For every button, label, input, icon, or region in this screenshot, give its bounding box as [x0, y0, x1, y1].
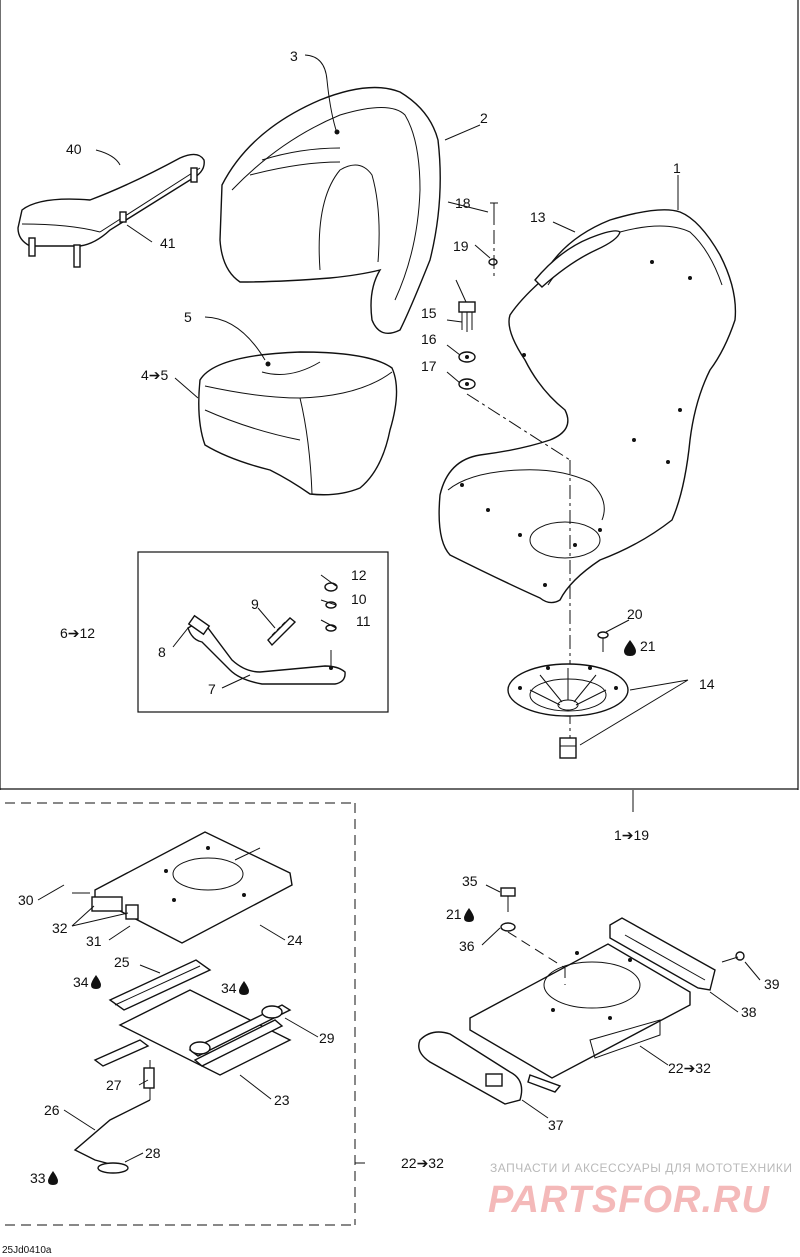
callout-10: 10: [351, 591, 367, 607]
callout-38: 38: [741, 1004, 757, 1020]
watermark-brand: PARTSFOR.RU: [488, 1179, 770, 1221]
callout-3: 3: [290, 48, 298, 64]
callout-6-12: 6➔12: [60, 625, 95, 641]
callout-22-32-bottom: 22➔32: [401, 1155, 444, 1171]
diagram-code: 25Jd0410a: [2, 1245, 52, 1256]
callout-labels: 1 2 3 40 41 5 4➔5 18 13 19 15 16 17 12 1…: [18, 48, 780, 1186]
droplet-icon: [239, 981, 249, 995]
callout-7: 7: [208, 681, 216, 697]
callout-37: 37: [548, 1117, 564, 1133]
callout-36: 36: [459, 938, 475, 954]
latch-inset: [137, 551, 389, 713]
droplet-icon: [91, 975, 101, 989]
callout-41: 41: [160, 235, 176, 251]
droplet-icon: [464, 908, 474, 922]
callout-34-left: 34: [73, 974, 89, 990]
callout-5: 5: [184, 309, 192, 325]
callout-19: 19: [453, 238, 469, 254]
callout-1: 1: [673, 160, 681, 176]
callout-26: 26: [44, 1102, 60, 1118]
callout-40: 40: [66, 141, 82, 157]
callout-30: 30: [18, 892, 34, 908]
seat-cushion-part: [198, 351, 398, 496]
callout-14: 14: [699, 676, 715, 692]
callout-11: 11: [356, 613, 371, 629]
backrest-part: [219, 86, 441, 334]
callout-24: 24: [287, 932, 303, 948]
callout-25: 25: [114, 954, 130, 970]
droplet-icon: [624, 640, 636, 656]
watermark: ЗАПЧАСТИ И АКСЕССУАРЫ ДЛЯ МОТОТЕХНИКИ PA…: [488, 1161, 792, 1221]
callout-2: 2: [480, 110, 488, 126]
callout-20: 20: [627, 606, 643, 622]
callout-33: 33: [30, 1170, 46, 1186]
callout-22-32-right: 22➔32: [668, 1060, 711, 1076]
callout-15: 15: [421, 305, 437, 321]
armrest-part: [17, 153, 205, 268]
droplet-icons: [48, 640, 636, 1185]
callout-23: 23: [274, 1092, 290, 1108]
diagram-frame: [0, 0, 799, 1226]
slider-plate-assembly: [418, 887, 745, 1105]
callout-32: 32: [52, 920, 68, 936]
callout-13: 13: [530, 209, 546, 225]
callout-35: 35: [462, 873, 478, 889]
callout-21-lower: 21: [446, 906, 462, 922]
trim-strip-part: [534, 230, 621, 288]
callout-28: 28: [145, 1145, 161, 1161]
callout-34-right: 34: [221, 980, 237, 996]
callout-21: 21: [640, 638, 656, 654]
callout-12: 12: [351, 567, 367, 583]
callout-29: 29: [319, 1030, 335, 1046]
droplet-icon: [48, 1171, 58, 1185]
slider-assembly: [72, 831, 293, 1174]
callout-27: 27: [106, 1077, 122, 1093]
seat-shell-part: [438, 209, 737, 604]
watermark-tagline: ЗАПЧАСТИ И АКСЕССУАРЫ ДЛЯ МОТОТЕХНИКИ: [490, 1161, 792, 1175]
callout-9: 9: [251, 596, 259, 612]
callout-31: 31: [86, 933, 102, 949]
swivel-base-part: [507, 631, 629, 759]
callout-18: 18: [455, 195, 471, 211]
callout-39: 39: [764, 976, 780, 992]
callout-1-19: 1➔19: [614, 827, 649, 843]
callout-4-5: 4➔5: [141, 367, 169, 383]
callout-17: 17: [421, 358, 437, 374]
callout-8: 8: [158, 644, 166, 660]
callout-16: 16: [421, 331, 437, 347]
leader-lines: [37, 54, 761, 1163]
